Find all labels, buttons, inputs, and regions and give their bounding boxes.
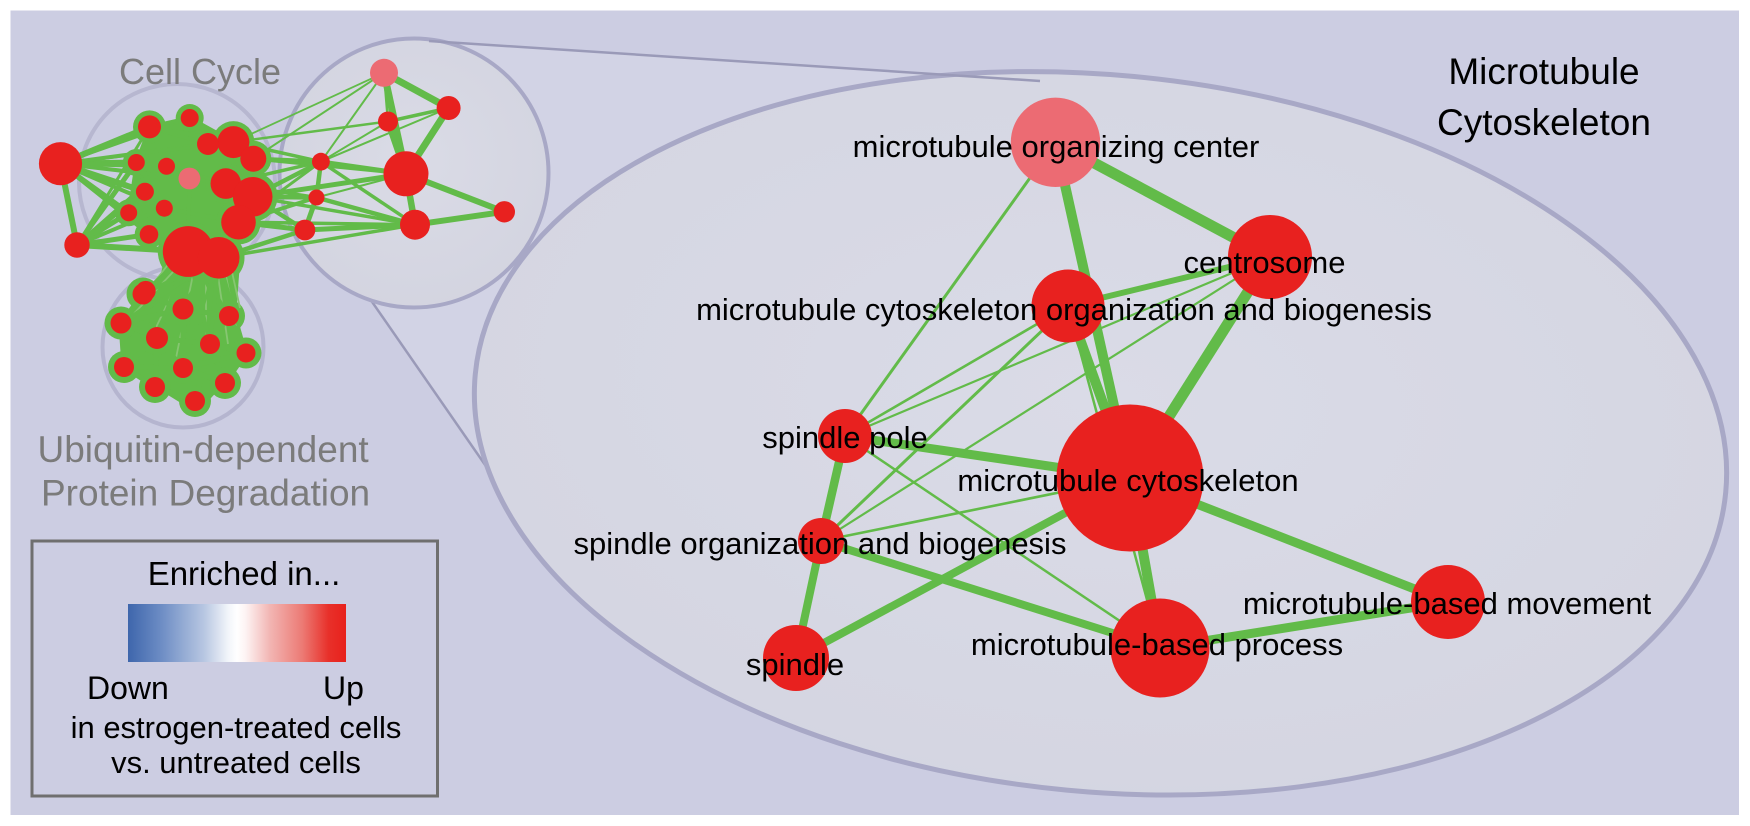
svg-text:in estrogen-treated cells: in estrogen-treated cells <box>71 710 402 745</box>
svg-text:Cytoskeleton: Cytoskeleton <box>1437 102 1651 143</box>
svg-text:Up: Up <box>323 670 364 706</box>
svg-text:Ubiquitin-dependent: Ubiquitin-dependent <box>38 429 370 470</box>
svg-text:Cell Cycle: Cell Cycle <box>119 51 281 92</box>
svg-text:Down: Down <box>87 670 169 706</box>
svg-text:centrosome: centrosome <box>1184 245 1346 280</box>
svg-text:microtubule cytoskeleton organ: microtubule cytoskeleton organization an… <box>696 292 1432 327</box>
svg-text:microtubule-based process: microtubule-based process <box>971 627 1343 662</box>
svg-text:microtubule cytoskeleton: microtubule cytoskeleton <box>957 463 1298 498</box>
svg-text:Enriched in...: Enriched in... <box>148 555 341 592</box>
svg-text:microtubule-based movement: microtubule-based movement <box>1243 586 1652 621</box>
svg-text:spindle organization and bioge: spindle organization and biogenesis <box>574 526 1067 561</box>
svg-text:spindle: spindle <box>746 647 844 682</box>
svg-text:microtubule organizing center: microtubule organizing center <box>853 129 1260 164</box>
svg-text:spindle pole: spindle pole <box>762 420 927 455</box>
svg-text:Protein Degradation: Protein Degradation <box>41 473 370 514</box>
svg-text:vs. untreated cells: vs. untreated cells <box>111 745 361 780</box>
svg-text:Microtubule: Microtubule <box>1448 51 1639 92</box>
